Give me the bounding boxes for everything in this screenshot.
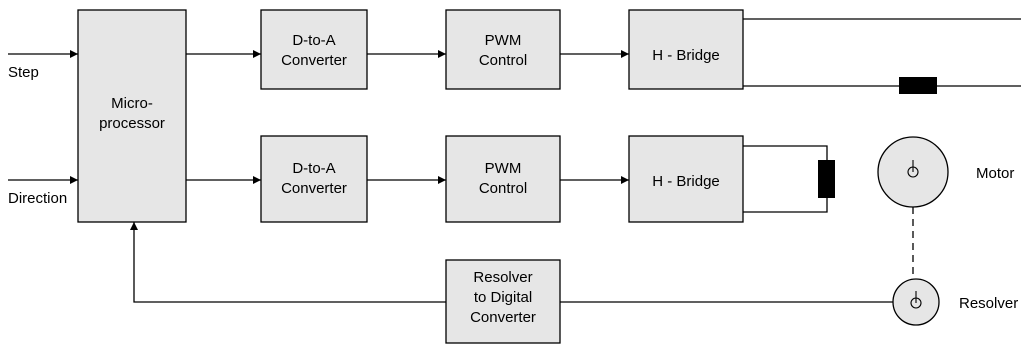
svg-text:Micro-processor: Micro-processor — [99, 95, 165, 132]
direction-input-label: Direction — [8, 190, 67, 207]
motor-symbol — [877, 136, 949, 208]
hbridge-bottom-output-loop — [743, 145, 828, 213]
resolver-symbol — [892, 278, 940, 326]
hbridge-top-block: H - Bridge — [628, 9, 744, 90]
bottom-winding — [818, 160, 835, 198]
hbridge-bottom-block: H - Bridge — [628, 135, 744, 223]
svg-text:H - Bridge: H - Bridge — [652, 47, 720, 64]
rdc-to-micro-feedback-line — [130, 222, 446, 303]
motor-label: Motor — [976, 165, 1014, 182]
top-winding — [899, 77, 937, 94]
svg-text:H - Bridge: H - Bridge — [652, 173, 720, 190]
step-input-label: Step — [8, 64, 39, 81]
microprocessor-block: Micro-processor — [77, 9, 187, 223]
resolver-label: Resolver — [959, 295, 1018, 312]
